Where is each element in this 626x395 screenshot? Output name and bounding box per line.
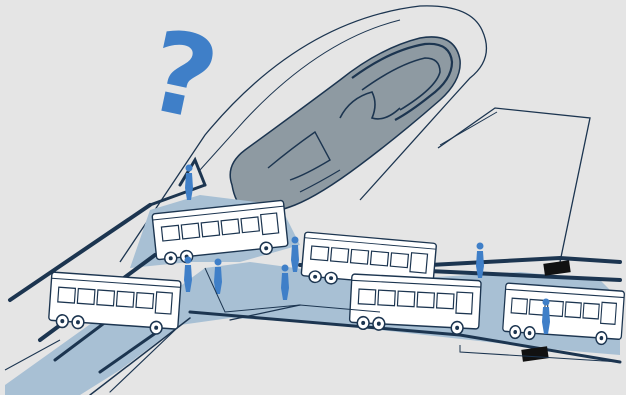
pedestrian-icon <box>184 257 192 293</box>
pedestrian-icon <box>476 243 484 279</box>
bus-icon <box>349 274 481 335</box>
pedestrian-icon <box>291 237 299 273</box>
pedestrian-icon <box>281 265 289 301</box>
pedestrian-icon <box>542 299 550 335</box>
pedestrian-icon <box>214 259 222 295</box>
pedestrian-icon <box>185 165 193 201</box>
